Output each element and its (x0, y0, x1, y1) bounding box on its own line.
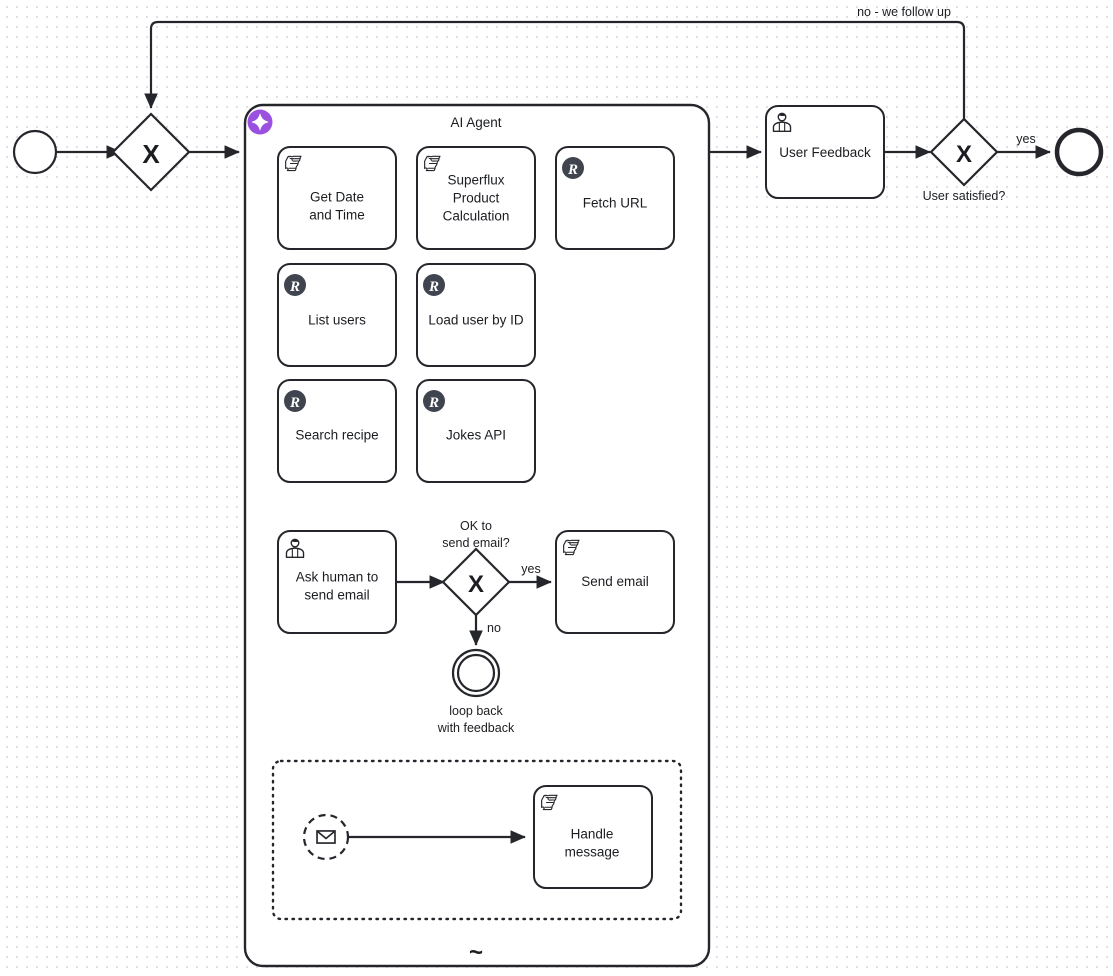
user-satisfied-gateway[interactable]: X (929, 117, 999, 187)
loop-back-event[interactable] (451, 648, 501, 698)
rest-icon: R (284, 390, 306, 412)
ok-to-send-email-gateway[interactable]: X (441, 547, 511, 617)
user-satisfied-gateway-label: User satisfied? (923, 189, 1006, 203)
task-send-email[interactable] (555, 530, 675, 634)
rest-icon: R (284, 274, 306, 296)
task-fetch-url-label: Fetch URL (583, 196, 648, 211)
svg-text:R: R (289, 279, 300, 295)
edge-label-yes-email: yes (521, 562, 540, 576)
rest-icon: R (423, 390, 445, 412)
entry-gateway[interactable]: X (111, 112, 191, 192)
task-list-users-label: List users (308, 313, 366, 328)
task-jokes-api[interactable]: R (416, 379, 536, 483)
task-superflux-product-calculation[interactable] (416, 146, 536, 250)
adhoc-marker-icon: ~ (469, 939, 483, 966)
task-search-recipe[interactable]: R (277, 379, 397, 483)
svg-text:R: R (428, 395, 439, 411)
message-start-event[interactable] (302, 813, 350, 861)
gateway-marker: X (956, 141, 972, 168)
task-load-user-label: Load user by ID (428, 313, 524, 328)
svg-text:R: R (567, 162, 578, 178)
svg-text:Search recipe: Search recipe (295, 428, 378, 443)
svg-text:Fetch URL: Fetch URL (583, 196, 648, 211)
send-email-label: Send email (581, 574, 649, 589)
ai-agent-title: AI Agent (450, 115, 501, 130)
task-fetch-url[interactable]: R (555, 146, 675, 250)
edge-label-no-we-follow-up: no - we follow up (857, 5, 951, 19)
task-handle-message[interactable] (533, 785, 653, 889)
task-jokes-api-label: Jokes API (446, 428, 506, 443)
task-get-date-and-time[interactable] (0, 0, 397, 250)
entry-gateway-marker: X (142, 139, 160, 169)
svg-text:Jokes API: Jokes API (446, 428, 506, 443)
envelope-icon (316, 829, 336, 845)
svg-text:List users: List users (308, 313, 366, 328)
sparkle-icon (247, 109, 273, 135)
task-list-users[interactable]: R (277, 263, 397, 367)
rest-icon: R (562, 157, 584, 179)
sequence-flow-no-we-follow-up (144, 20, 966, 119)
task-search-recipe-label: Search recipe (295, 428, 378, 443)
end-event[interactable] (1054, 127, 1104, 177)
edge-label-no-email: no (487, 621, 501, 635)
gateway-marker: X (468, 571, 484, 598)
task-load-user-by-id[interactable]: R (416, 263, 536, 367)
start-event[interactable] (12, 129, 58, 175)
rest-icon: R (423, 274, 445, 296)
edge-label-yes-top: yes (1016, 132, 1035, 146)
user-feedback-label: User Feedback (779, 145, 871, 160)
svg-text:Load user by ID: Load user by ID (428, 313, 524, 328)
svg-text:R: R (289, 395, 300, 411)
svg-text:R: R (428, 279, 439, 295)
